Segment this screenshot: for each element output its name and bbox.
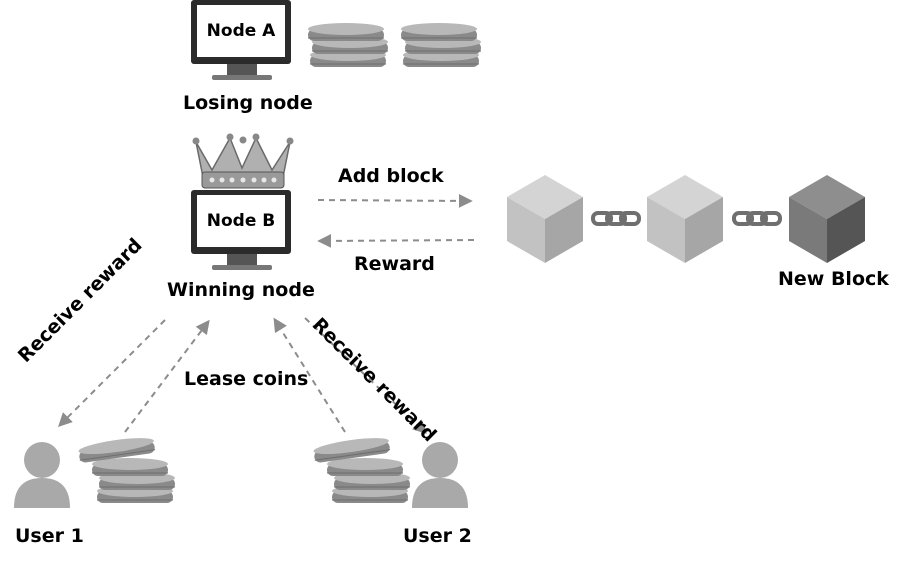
- node-a-coin-stack-2: [400, 22, 482, 68]
- new-block-label: New Block: [778, 268, 889, 290]
- node-a-label: Node A: [207, 21, 277, 41]
- crown-icon: [192, 133, 294, 189]
- user-2-coin-stack: [312, 434, 411, 504]
- block-1: [507, 175, 583, 263]
- node-a-coin-stack-1: [307, 22, 389, 68]
- user-1-coin-stack: [77, 434, 176, 504]
- lease-coins-label: Lease coins: [184, 368, 309, 390]
- block-2: [647, 175, 723, 263]
- add-block-label: Add block: [338, 165, 444, 187]
- chain-link-2: [732, 211, 782, 226]
- node-a-monitor: Node A: [191, 0, 291, 80]
- user-1-label: User 1: [15, 525, 84, 547]
- user-2-avatar-icon: [412, 442, 468, 508]
- add-block-arrow: [317, 193, 473, 208]
- chain-link-1: [591, 211, 641, 226]
- winning-node-caption: Winning node: [167, 279, 315, 301]
- new-block: [789, 175, 865, 263]
- lease-coins-right-arrow: [273, 317, 346, 433]
- node-b-monitor: Node B: [191, 190, 291, 270]
- lease-coins-left-arrow: [124, 319, 210, 433]
- losing-node-caption: Losing node: [183, 92, 313, 114]
- user-1-avatar-icon: [14, 442, 70, 508]
- reward-label: Reward: [354, 253, 435, 275]
- receive-reward-left-arrow: [58, 319, 166, 427]
- user-2-label: User 2: [403, 525, 472, 547]
- receive-reward-right-arrow: [304, 317, 428, 434]
- reward-arrow: [317, 233, 475, 248]
- node-b-label: Node B: [207, 211, 275, 231]
